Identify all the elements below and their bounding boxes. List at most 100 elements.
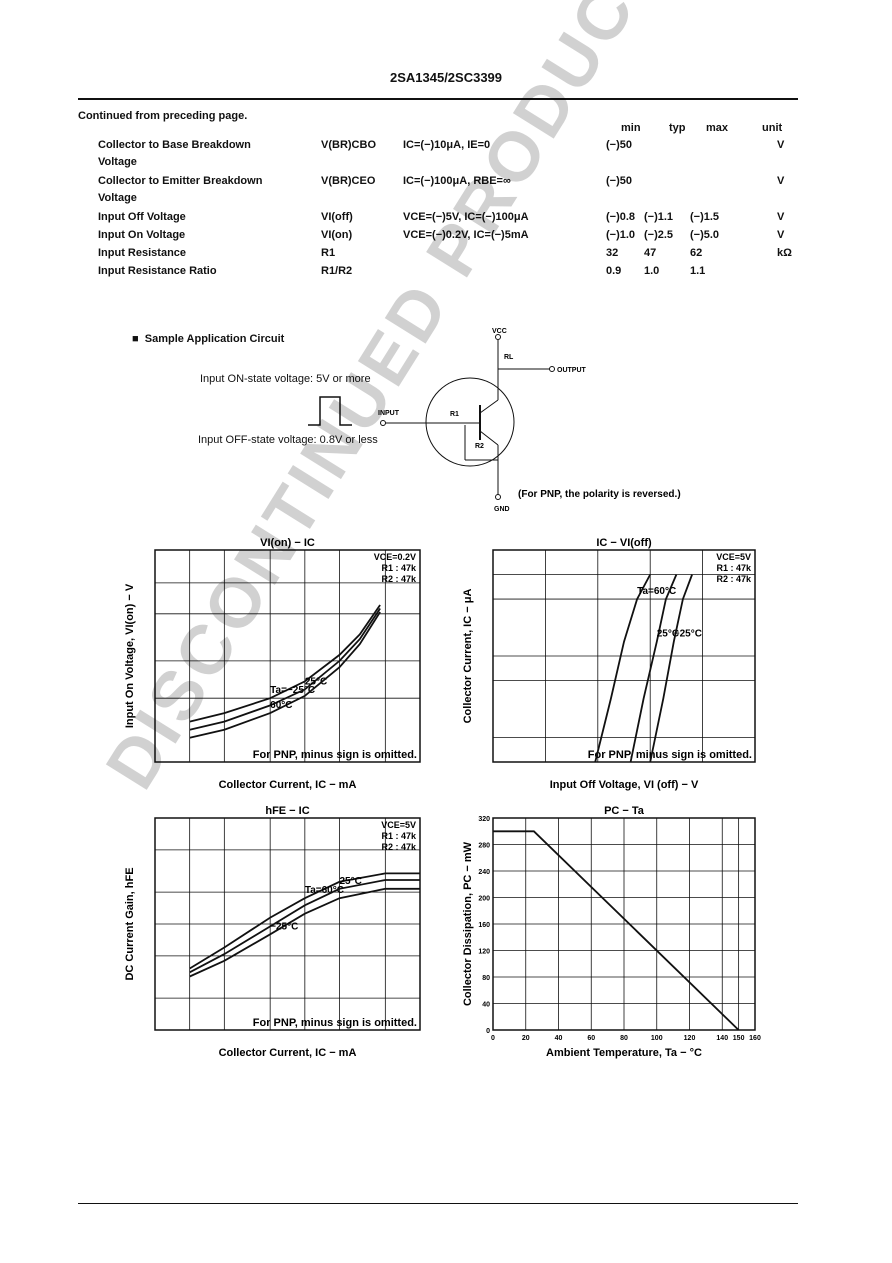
cell-symbol: VI(on) [321, 229, 353, 241]
condition-label: VCE=5V [716, 552, 751, 562]
header-rule [78, 98, 798, 100]
cell-param2: Voltage [98, 192, 137, 204]
y-tick-label: 240 [478, 869, 490, 876]
series-label: 25°C [657, 629, 679, 640]
cell-param: Input Off Voltage [98, 211, 186, 223]
chart-title: IC − VI(off) [596, 537, 652, 549]
series-label: 25°C [340, 876, 362, 887]
y-tick-label: 160 [478, 922, 490, 929]
circuit-diagram: INPUT R1 R2 VCC RL OUTPUT GND (For PNP, … [308, 328, 681, 513]
chart-title: hFE − IC [265, 805, 309, 817]
x-axis-label: Ambient Temperature, Ta − °C [546, 1047, 702, 1059]
condition-label: VCE=5V [381, 820, 416, 830]
x-tick-label: 80 [620, 1035, 628, 1042]
y-tick-label: 120 [478, 949, 490, 956]
y-tick-label: 40 [482, 1002, 490, 1009]
pnp-note: For PNP, minus sign is omitted. [253, 749, 417, 761]
cell-min: (−)0.8 [606, 211, 636, 223]
series-line [189, 872, 420, 970]
cell-min: (−)50 [606, 175, 632, 187]
cell-min: (−)50 [606, 139, 632, 151]
cell-max: 1.1 [690, 265, 706, 277]
continued-label: Continued from preceding page. [78, 110, 248, 122]
footer-rule [78, 1203, 798, 1204]
collector-leg [479, 399, 499, 414]
series-label: 25°C [305, 676, 327, 687]
y-axis-label: Collector Dissipation, PC − mW [462, 841, 474, 1006]
series-label: Ta=−25°C [270, 685, 315, 696]
series-label: 60°C [270, 700, 292, 711]
cell-typ: (−)2.5 [644, 229, 674, 241]
off-state-label: Input OFF-state voltage: 0.8V or less [198, 434, 378, 446]
cell-unit: V [777, 211, 785, 223]
cell-min: (−)1.0 [606, 229, 636, 241]
col-unit: unit [762, 122, 783, 134]
output-terminal [549, 366, 555, 372]
chart-hfe-ic: hFE − IC Collector Current, IC − mA DC Cur… [124, 805, 421, 1059]
cell-typ: 47 [644, 247, 657, 259]
emitter-leg [479, 430, 499, 446]
y-tick-label: 0 [486, 1028, 490, 1035]
condition-label: R1 : 47k [716, 563, 752, 573]
series-line [189, 879, 420, 974]
series-line [594, 574, 651, 763]
col-max: max [706, 122, 729, 134]
x-tick-label: 150 [733, 1035, 745, 1042]
condition-label: R2 : 47k [381, 842, 417, 852]
page-header: 2SA1345/2SC3399 [389, 70, 503, 85]
x-tick-label: 20 [522, 1035, 530, 1042]
x-axis-label: Input Off Voltage, VI (off) − V [550, 779, 699, 791]
y-tick-label: 320 [478, 816, 490, 823]
spec-table: Continued from preceding page. min typ m… [78, 110, 798, 280]
cell-cond: VCE=(−)5V, IC=(−)100μA [403, 211, 529, 223]
r1-label: R1 [450, 411, 459, 418]
x-tick-label: 100 [651, 1035, 663, 1042]
series-line [189, 611, 381, 739]
cell-min: 32 [606, 247, 619, 259]
series-label: −25°C [270, 921, 298, 932]
cell-cond: VCE=(−)0.2V, IC=(−)5mA [403, 229, 529, 241]
y-tick-label: 80 [482, 975, 490, 982]
cell-symbol: VI(off) [321, 211, 353, 223]
x-tick-label: 0 [491, 1035, 495, 1042]
x-axis-label: Collector Current, IC − mA [219, 1047, 357, 1059]
cell-typ: (−)1.1 [644, 211, 674, 223]
series-line [649, 574, 693, 763]
plot-frame [154, 549, 421, 763]
series-line [189, 887, 420, 978]
x-tick-label: 160 [749, 1035, 761, 1042]
chart-ic-vioff: IC − VI(off) Input Off Voltage, VI (off) … [462, 537, 756, 791]
circuit-title-text: Sample Application Circuit [144, 333, 285, 345]
cell-param: Collector to Base Breakdown [98, 139, 251, 151]
y-axis-label: DC Current Gain, hFE [124, 867, 136, 980]
cell-unit: V [777, 139, 785, 151]
x-tick-label: 120 [684, 1035, 696, 1042]
x-tick-label: 140 [716, 1035, 728, 1042]
cell-cond: IC=(−)10μA, IE=0 [403, 139, 491, 151]
y-tick-label: 280 [478, 843, 490, 850]
series-line [189, 608, 381, 731]
condition-label: R2 : 47k [716, 574, 752, 584]
cell-param2: Voltage [98, 156, 137, 168]
cell-symbol: V(BR)CBO [321, 139, 376, 151]
cell-unit: kΩ [777, 247, 792, 259]
y-axis-label: Collector Current, IC − μA [462, 589, 474, 724]
cell-max: (−)1.5 [690, 211, 720, 223]
series-label: Ta=60°C [305, 885, 344, 896]
x-tick-label: 60 [587, 1035, 595, 1042]
cell-symbol: R1 [321, 247, 336, 259]
col-typ: typ [669, 122, 686, 134]
input-label: INPUT [378, 410, 400, 417]
chart-title: VI(on) − IC [260, 537, 315, 549]
series-label: −25°C [674, 629, 702, 640]
cell-symbol: V(BR)CEO [321, 175, 376, 187]
pulse-waveform [308, 396, 352, 426]
condition-label: R1 : 47k [381, 831, 417, 841]
condition-label: R1 : 47k [381, 563, 417, 573]
cell-max: 62 [690, 247, 703, 259]
cell-param: Input Resistance Ratio [98, 265, 217, 277]
circuit-title: ■ Sample Application Circuit [132, 333, 285, 345]
